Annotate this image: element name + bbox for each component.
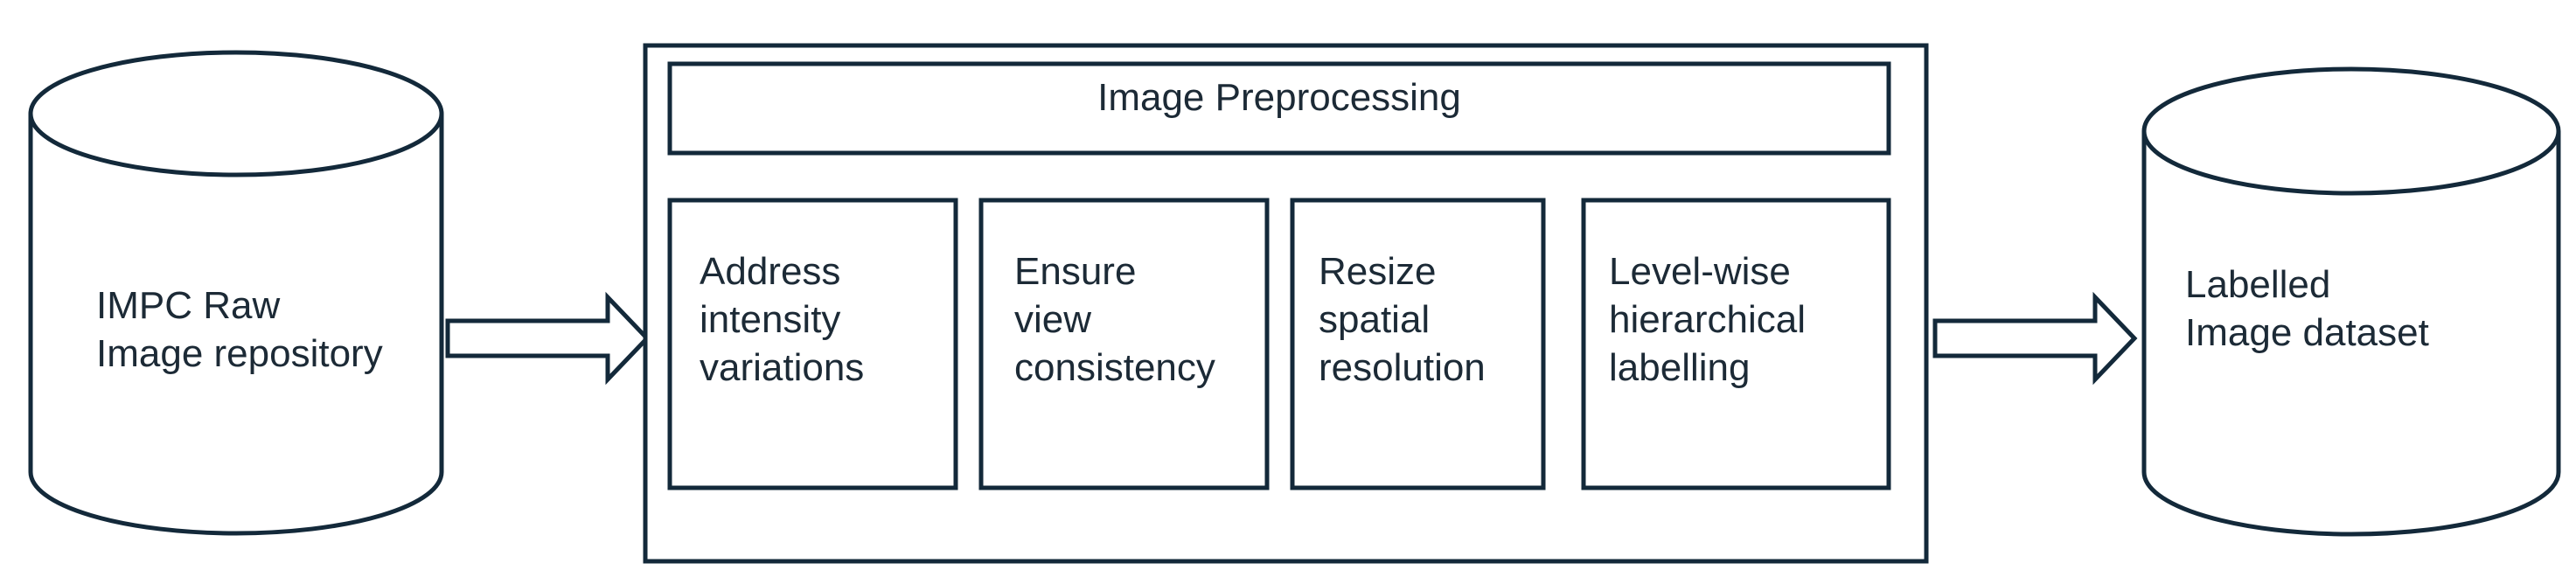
preprocessing-title: Image Preprocessing xyxy=(1097,76,1461,119)
output-cylinder xyxy=(2141,66,2561,537)
arrow-to-output xyxy=(1932,291,2138,386)
step-box-view xyxy=(978,198,1270,490)
step-label-intensity: Address intensity variations xyxy=(700,250,865,389)
step-box-resize xyxy=(1290,198,1546,490)
arrow-to-preprocessing xyxy=(445,291,651,386)
source-label: IMPC Raw Image repository xyxy=(96,284,383,375)
step-box-labelling xyxy=(1581,198,1891,490)
output-label: Labelled Image dataset xyxy=(2185,263,2429,354)
step-box-intensity xyxy=(667,198,958,490)
step-label-resize: Resize spatial resolution xyxy=(1319,250,1486,389)
source-cylinder xyxy=(28,50,444,536)
step-label-labelling: Level-wise hierarchical labelling xyxy=(1609,250,1806,389)
step-label-view: Ensure view consistency xyxy=(1014,250,1215,389)
preprocessing-title-box xyxy=(667,61,1891,156)
